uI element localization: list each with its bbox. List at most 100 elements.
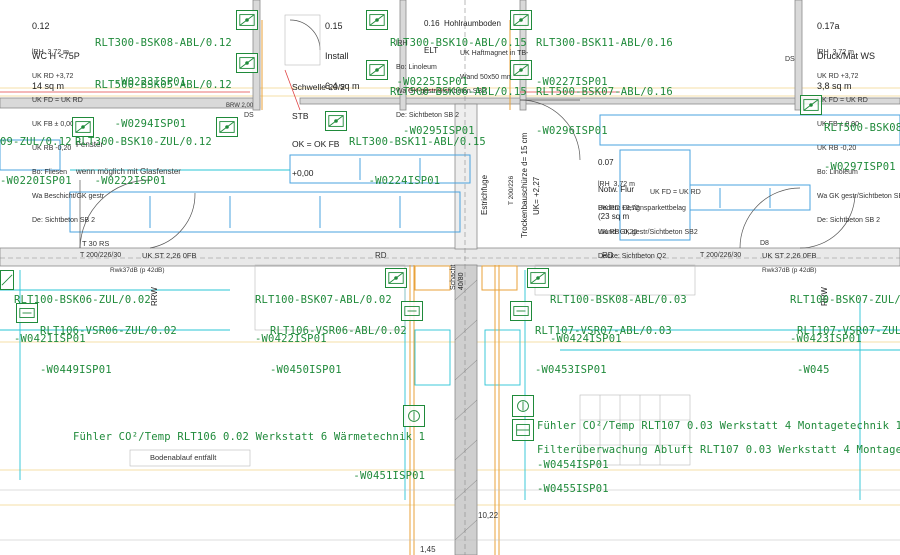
hohlraum-detail: De: Sichtbeton SB 2 [396,112,460,119]
tag-fuehler-107[interactable]: Fühler CO²/Temp RLT107 0.03 Werkstatt 4 … [537,394,900,485]
device-symbol-w0224[interactable] [325,111,347,131]
tag-label: RLT300-BSK11-ABL/0.15 [349,136,486,148]
damper-icon [1,274,13,286]
tag-rlt300-bsk08[interactable]: RLT300-BSK08-ABL/0.12 -W0223ISP01 [95,11,232,102]
damper-icon [803,99,819,111]
tag-rlt107-vsr07-zul[interactable]: RLT107-VSR07-ZUL/0.02 -W045 [797,299,900,390]
tag-rlt106-vsr06-zul[interactable]: RLT106-VSR06-ZUL/0.02 -W0449ISP01 [40,299,177,390]
device-symbol-bsk05[interactable] [236,53,258,73]
tag-id: -W0424ISP01 [550,333,622,345]
druck-detail: Bo: Linoleum [817,169,858,176]
wc-detail: UK FB ± 0,00 [32,121,74,128]
tag-rlt106-vsr06-abl[interactable]: RLT106-VSR06-ABL/0.02 -W0450ISP01 [270,299,407,390]
damper-icon [239,57,255,69]
doors [79,19,856,249]
druck-detail: UK FB ± 0,00 [817,121,859,128]
device-symbol-bsk07[interactable] [510,60,532,80]
vav-controller-icon [404,306,420,316]
tag-rlt107-vsr07-abl[interactable]: RLT107-VSR07-ABL/0.03 -W0453ISP01 [535,299,672,390]
tag-label: RLT500-BSK05-ABL/0.12 [95,79,232,91]
flur-detail: lRH 3,72 m [598,181,635,188]
device-symbol-w0454[interactable] [512,395,534,417]
device-symbol-w0455[interactable] [512,419,534,441]
flur-detail: Boden: Designsparkettbelag [598,205,686,212]
tag-id: -W0454ISP01 [537,459,609,471]
device-symbol-w0220[interactable] [72,117,94,137]
damper-icon [369,64,385,76]
tag-filter-107[interactable]: Filterüberwachung Abluft RLT107 0.03 Wer… [537,418,900,509]
tag-id: -W0450ISP01 [270,364,342,376]
tag-rlt500-bsk07[interactable]: RLT500-BSK07-ABL/0.16 -W0296ISP01 [536,60,673,151]
vav-controller-icon [19,308,35,318]
device-symbol-bsk08[interactable] [236,10,258,30]
damper-icon [513,14,529,26]
damper-icon [75,121,91,133]
room-wc-details: lRH 3,72 m UK RD +3,72 UK FD = UK RD UK … [32,33,104,233]
room-flur-details-3: Boden: Designsparkettbelag Wand: GK gest… [598,189,698,269]
tag-label: RLT106-VSR06-ABL/0.02 [270,325,407,337]
tag-rlt100-bsk06[interactable]: RLT100-BSK06-ZUL/0.02 -W0421ISP01 [14,268,151,359]
note-t30rs: T 30 RS [82,239,110,248]
damper-icon [328,115,344,127]
device-symbol-w0222[interactable] [216,117,238,137]
tag-rlt100-bsk07[interactable]: RLT100-BSK07-ABL/0.02 -W0422ISP01 [255,268,392,359]
tag-id: -W0224ISP01 [349,175,441,187]
note-t200-left: T 200/226/30 [80,252,122,259]
tag-label: RLT100-BSK08-ABL/0.03 [550,294,687,306]
device-symbol-bsk11[interactable] [510,10,532,30]
device-symbol-w0450[interactable] [401,301,423,321]
tag-fuehler-106[interactable]: Fühler CO²/Temp RLT106 0.02 Werkstatt 6 … [73,405,425,496]
device-symbol-w0421[interactable] [0,270,14,290]
note-dim-bottom: 10,22 [478,511,499,520]
tag-rlt500-bsk06[interactable]: RLT500-BSK06-ABL/0.15 -W0295ISP01 [390,60,527,151]
druck-detail: Wa GK gestr/Sichtbeton SB2 [817,193,900,200]
note-schacht-dim: 40/80 [458,272,465,290]
device-symbol-bsk06[interactable] [366,60,388,80]
tag-rlt300-bsk10-zul[interactable]: RLT300-BSK10-ZUL/0.12 -W0222ISP01 [75,110,212,201]
tag-label: RLT300-BSK10-ABL/0.15 [390,37,527,49]
device-symbol-w0422[interactable] [385,268,407,288]
tag-rlt300-bsk10[interactable]: RLT300-BSK10-ABL/0.15 -W0225ISP01 [390,11,527,102]
tag-rlt500-bsk08[interactable]: RLT500-BSK08 -W0297ISP01 [824,96,900,187]
pipes-red [0,69,620,111]
room-hohlraum-details: lRH Bo: Linoleum Wa GK gestr/Sichtbeton … [396,24,486,128]
damper-icon [219,121,235,133]
device-symbol-bsk10[interactable] [366,10,388,30]
tag-id: -W0295ISP01 [390,125,475,137]
device-symbol-w0451[interactable] [403,405,425,427]
tag-rlt500-bsk05[interactable]: RLT500-BSK05-ABL/0.12 -W0294ISP01 [95,53,232,144]
note-rd-left: RD [375,251,387,260]
damper-icon [513,64,529,76]
tag-label: RLT300-BSK10-ZUL/0.12 [75,136,212,148]
device-symbol-bsk08-right[interactable] [800,95,822,115]
tag-label: RLT107-VSR07-ZUL/0.02 [797,325,900,337]
device-symbol-w0453[interactable] [510,301,532,321]
tag-id: -W0423ISP01 [790,333,862,345]
fenster-line: Fenster [76,140,104,149]
tag-rlt100-bsk07-zul[interactable]: RLT100-BSK07-ZUL/0.02 -W0423ISP01 [790,268,900,359]
device-symbol-w0449[interactable] [16,303,38,323]
tag-rlt100-bsk08[interactable]: RLT100-BSK08-ABL/0.03 -W0424ISP01 [550,268,687,359]
tag-label: RLT100-BSK07-ABL/0.02 [255,294,392,306]
tag-rlt209[interactable]: 09-ZUL/0.12 -W0220ISP01 [0,110,72,201]
note-brw: BRW 2,00 [226,103,254,109]
room-wc-num: 0.12 [32,21,50,31]
note-dim-bottom2: 1,45 [420,545,436,554]
fenster-line: wenn möglich mit Glasfenster [76,167,181,176]
schwelle-line: STB [292,110,309,121]
sensor-icon [517,400,529,412]
tag-label: RLT100-BSK07-ZUL/0.02 [790,294,900,306]
note-uk227: UK= +2,27 [532,176,541,215]
room-hohlraum-num: 0.16 Hohlraumboden [424,19,501,28]
schwelle-line: +0,00 [292,167,314,178]
tag-id: -W0422ISP01 [255,333,327,345]
room-flur-name: Notw. Flur [598,185,635,194]
device-symbol-w0424[interactable] [527,268,549,288]
tag-rlt300-bsk11-abl[interactable]: RLT300-BSK11-ABL/0.15 -W0224ISP01 [349,110,486,201]
tag-id: -W0220ISP01 [0,175,72,187]
schwelle-line: Schwelle 20/2 [292,82,345,92]
room-flur-num: 0.07 [598,158,614,167]
note-t200-right: T 200/226/30 [700,252,742,259]
flur-detail: UK RD +3,72 [598,205,640,212]
tag-rlt300-bsk11[interactable]: RLT300-BSK11-ABL/0.16 -W0227ISP01 [536,11,673,102]
